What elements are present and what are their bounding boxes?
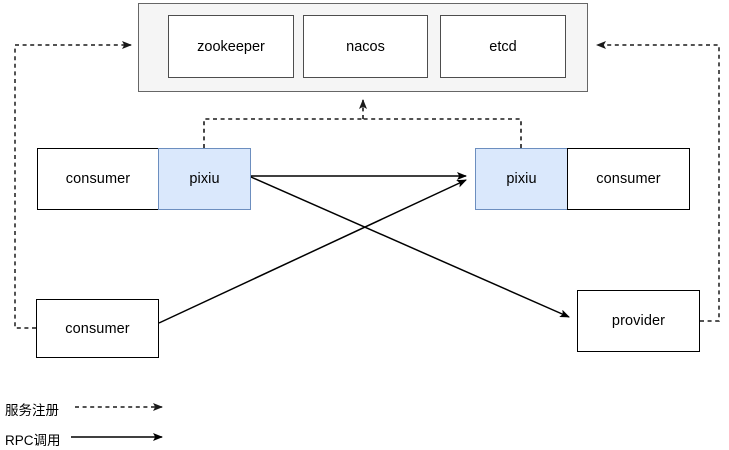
edge-pixiu-right-to-registry: [363, 118, 522, 148]
node-pixiu-right[interactable]: pixiu: [475, 148, 568, 210]
node-label: provider: [611, 313, 666, 329]
legend-label-text: 服务注册: [5, 403, 59, 418]
node-label: pixiu: [506, 171, 537, 187]
node-label: consumer: [65, 320, 130, 337]
node-label: consumer: [596, 171, 661, 187]
edge-pixiu-left-to-registry: [203, 118, 363, 148]
registry-item-etcd[interactable]: etcd: [440, 15, 566, 78]
node-consumer-top-left[interactable]: consumer: [37, 148, 159, 210]
node-consumer-top-right[interactable]: consumer: [567, 148, 690, 210]
node-pixiu-left[interactable]: pixiu: [158, 148, 251, 210]
node-label: pixiu: [189, 171, 220, 187]
registry-item-label: nacos: [346, 38, 385, 55]
node-consumer-bottom-left[interactable]: consumer: [36, 299, 159, 358]
registry-item-label: zookeeper: [197, 38, 265, 55]
legend-label-text: RPC调用: [5, 433, 61, 448]
legend-item-service-registration: 服务注册: [5, 399, 59, 419]
node-provider[interactable]: provider: [577, 290, 700, 352]
legend-item-rpc-invocation: RPC调用: [5, 429, 61, 449]
registry-item-nacos[interactable]: nacos: [303, 15, 428, 78]
registry-item-zookeeper[interactable]: zookeeper: [168, 15, 294, 78]
node-label: consumer: [65, 171, 131, 187]
registry-item-label: etcd: [489, 38, 517, 55]
